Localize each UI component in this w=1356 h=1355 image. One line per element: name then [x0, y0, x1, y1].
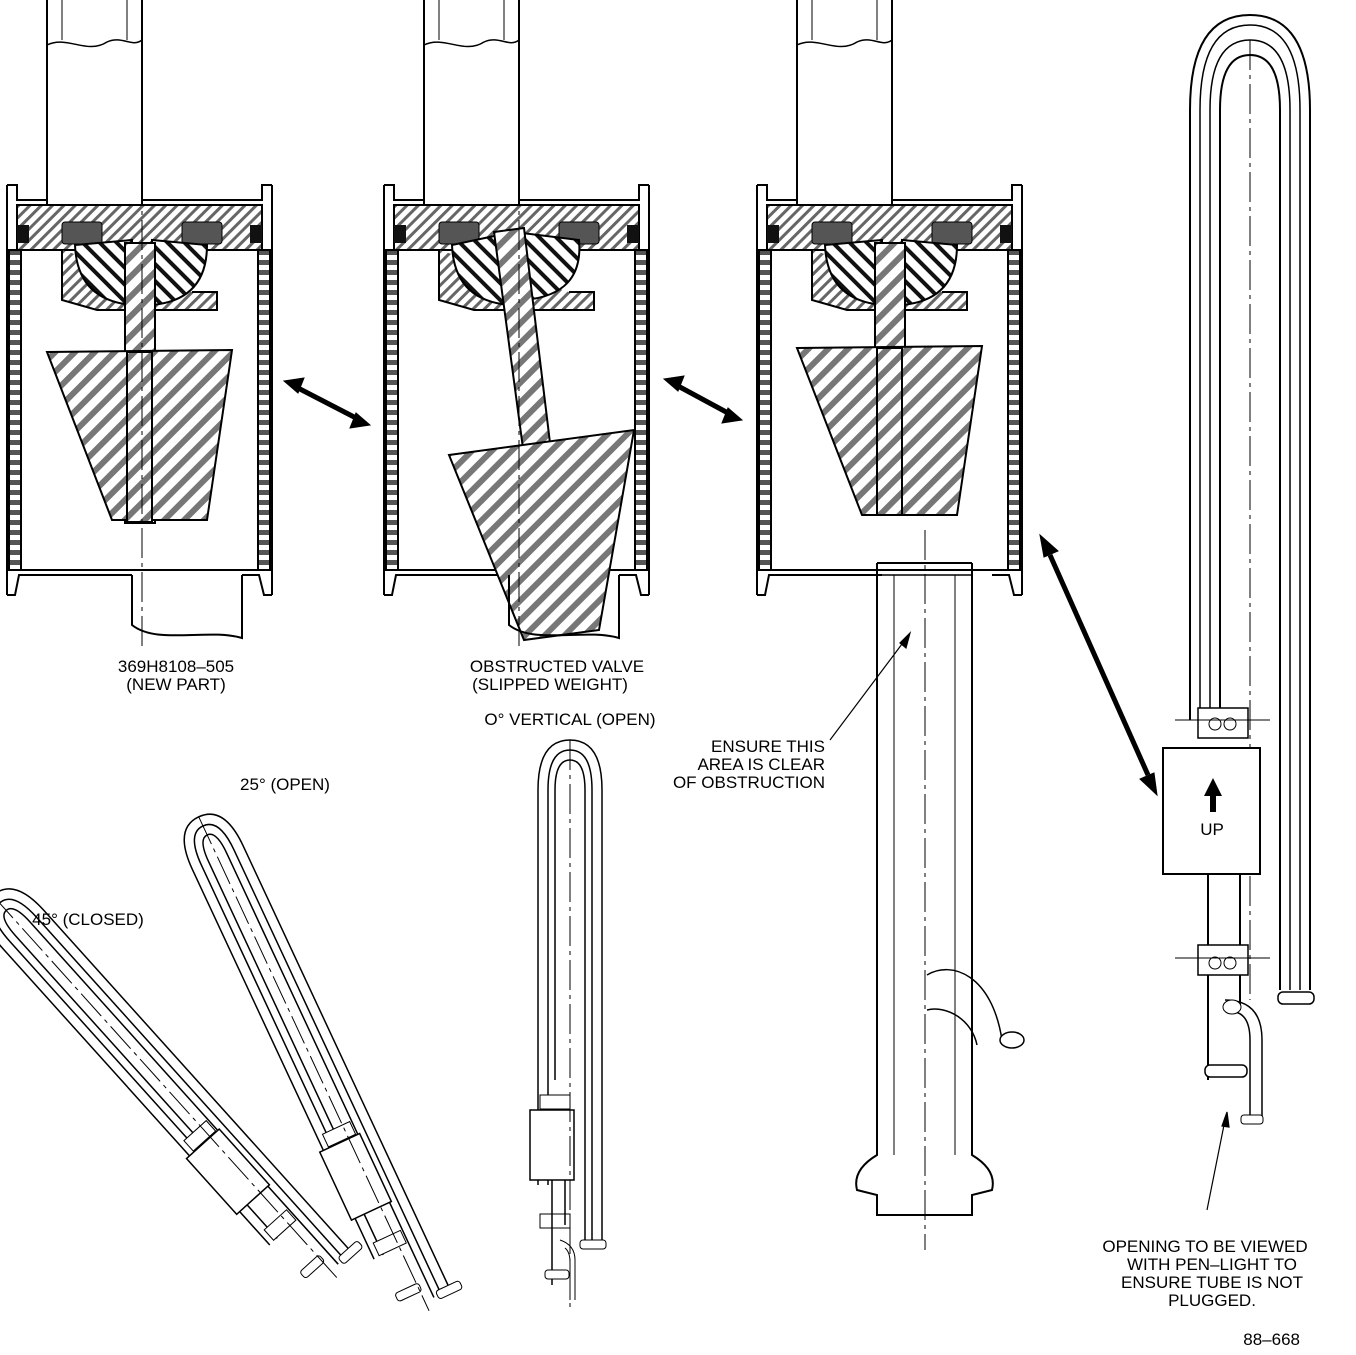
new-part-label-line2: (NEW PART) [126, 675, 225, 694]
deg25-assembly [183, 813, 463, 1311]
new-part-assembly [6, 0, 273, 650]
installed-valve-assembly [756, 0, 1025, 1250]
opening-label-line3: ENSURE TUBE IS NOT [1121, 1273, 1303, 1292]
up-label: UP [1200, 820, 1224, 839]
up-arrow-icon [1204, 778, 1222, 812]
new-part-label-line1: 369H8108–505 [118, 657, 234, 676]
opening-label-line1: OPENING TO BE VIEWED [1102, 1237, 1307, 1256]
vertical-open-assembly [529, 739, 607, 1310]
u-tube-assembly: UP [1162, 13, 1315, 1125]
deg45-assembly [0, 888, 363, 1279]
deg25-label: 25° (OPEN) [240, 775, 330, 794]
obstructed-label-line2: (SLIPPED WEIGHT) [472, 675, 628, 694]
double-arrow-icon [282, 375, 1158, 797]
vertical-label: O° VERTICAL (OPEN) [484, 710, 655, 729]
leader-lines [829, 630, 1230, 1211]
opening-label-line4: PLUGGED. [1168, 1291, 1256, 1310]
obstructed-label-line1: OBSTRUCTED VALVE [470, 657, 644, 676]
opening-label-line2: WITH PEN–LIGHT TO [1127, 1255, 1297, 1274]
ensure-label-line3: OF OBSTRUCTION [673, 773, 825, 792]
obstructed-valve-assembly [383, 0, 650, 650]
ensure-label-line1: ENSURE THIS [711, 737, 825, 756]
ensure-label-line2: AREA IS CLEAR [697, 755, 825, 774]
figure-number: 88–668 [1243, 1330, 1300, 1349]
deg45-label: 45° (CLOSED) [32, 910, 144, 929]
